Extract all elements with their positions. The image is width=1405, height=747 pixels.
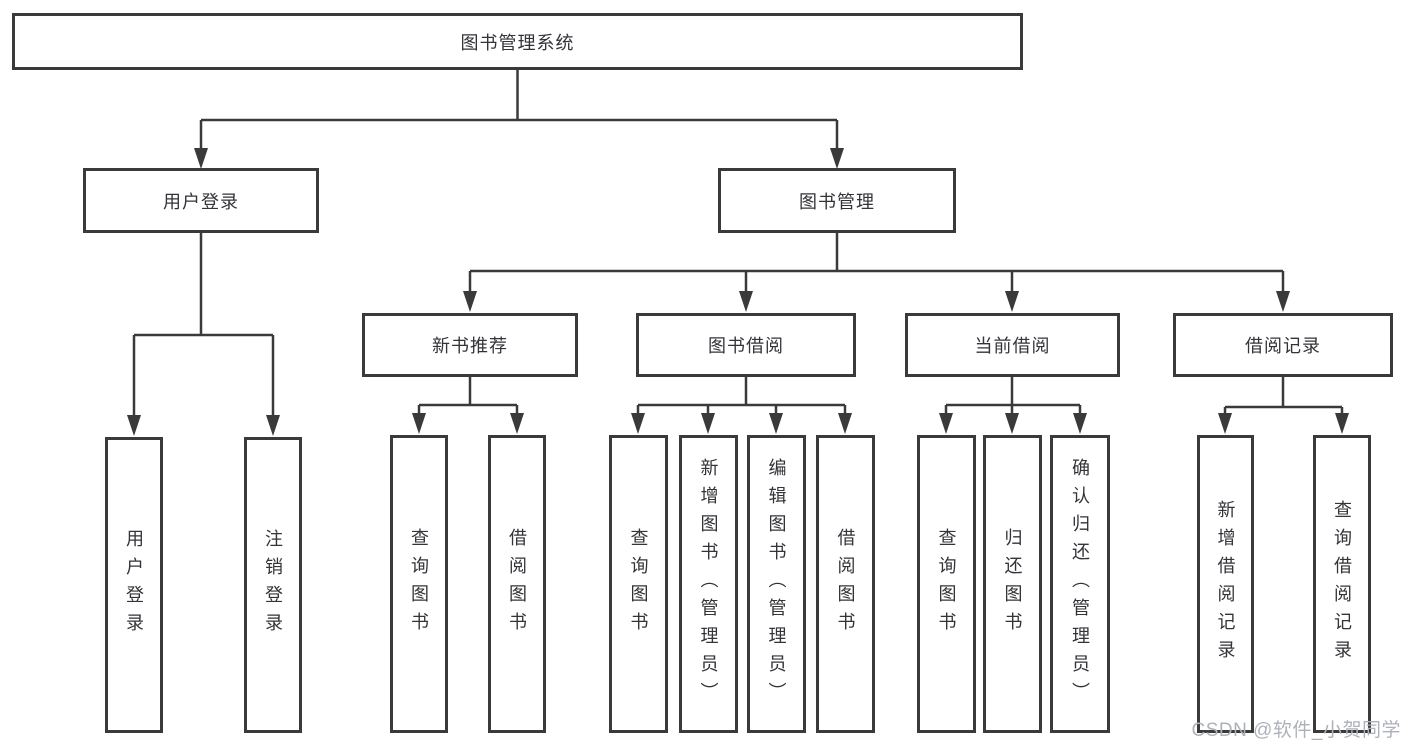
leaf-borrow-query-books: 查询图书: [609, 435, 668, 733]
leaf-user-login-label: 用户登录: [124, 529, 144, 641]
leaf-edit-books-admin: 编辑图书（管理员）: [747, 435, 806, 733]
leaf-borrow-books-label: 借阅图书: [835, 528, 856, 640]
leaf-user-login: 用户登录: [105, 437, 163, 733]
leaf-add-books-admin-label: 新增图书（管理员）: [698, 458, 719, 710]
leaf-edit-books-admin-label: 编辑图书（管理员）: [766, 458, 787, 710]
leaf-borrow-books: 借阅图书: [816, 435, 875, 733]
node-root-system: 图书管理系统: [12, 13, 1023, 70]
leaf-recommend-query-books-label: 查询图书: [409, 528, 429, 640]
node-book-borrow: 图书借阅: [636, 313, 856, 377]
leaf-recommend-borrow-books: 借阅图书: [488, 435, 546, 733]
node-current-borrow: 当前借阅: [905, 313, 1120, 377]
leaf-logout-label: 注销登录: [263, 529, 283, 641]
leaf-recommend-query-books: 查询图书: [390, 435, 448, 733]
leaf-logout: 注销登录: [244, 437, 302, 733]
node-borrow-records: 借阅记录: [1173, 313, 1393, 377]
node-user-login: 用户登录: [83, 168, 319, 233]
leaf-confirm-return-admin-label: 确认归还（管理员）: [1070, 458, 1090, 710]
leaf-query-borrow-record-label: 查询借阅记录: [1332, 500, 1352, 668]
leaf-query-borrow-record: 查询借阅记录: [1313, 435, 1371, 733]
node-book-management: 图书管理: [718, 168, 956, 233]
leaf-current-query-books: 查询图书: [917, 435, 976, 733]
leaf-add-books-admin: 新增图书（管理员）: [679, 435, 738, 733]
leaf-current-query-books-label: 查询图书: [936, 528, 957, 640]
node-new-book-recommend: 新书推荐: [362, 313, 578, 377]
leaf-add-borrow-record: 新增借阅记录: [1197, 435, 1254, 733]
leaf-recommend-borrow-books-label: 借阅图书: [507, 528, 527, 640]
leaf-add-borrow-record-label: 新增借阅记录: [1215, 500, 1236, 668]
csdn-watermark: CSDN @软件_小贺同学: [1191, 720, 1401, 741]
leaf-confirm-return-admin: 确认归还（管理员）: [1050, 435, 1110, 733]
leaf-return-books-label: 归还图书: [1002, 528, 1023, 640]
leaf-return-books: 归还图书: [983, 435, 1042, 733]
leaf-borrow-query-books-label: 查询图书: [628, 528, 649, 640]
